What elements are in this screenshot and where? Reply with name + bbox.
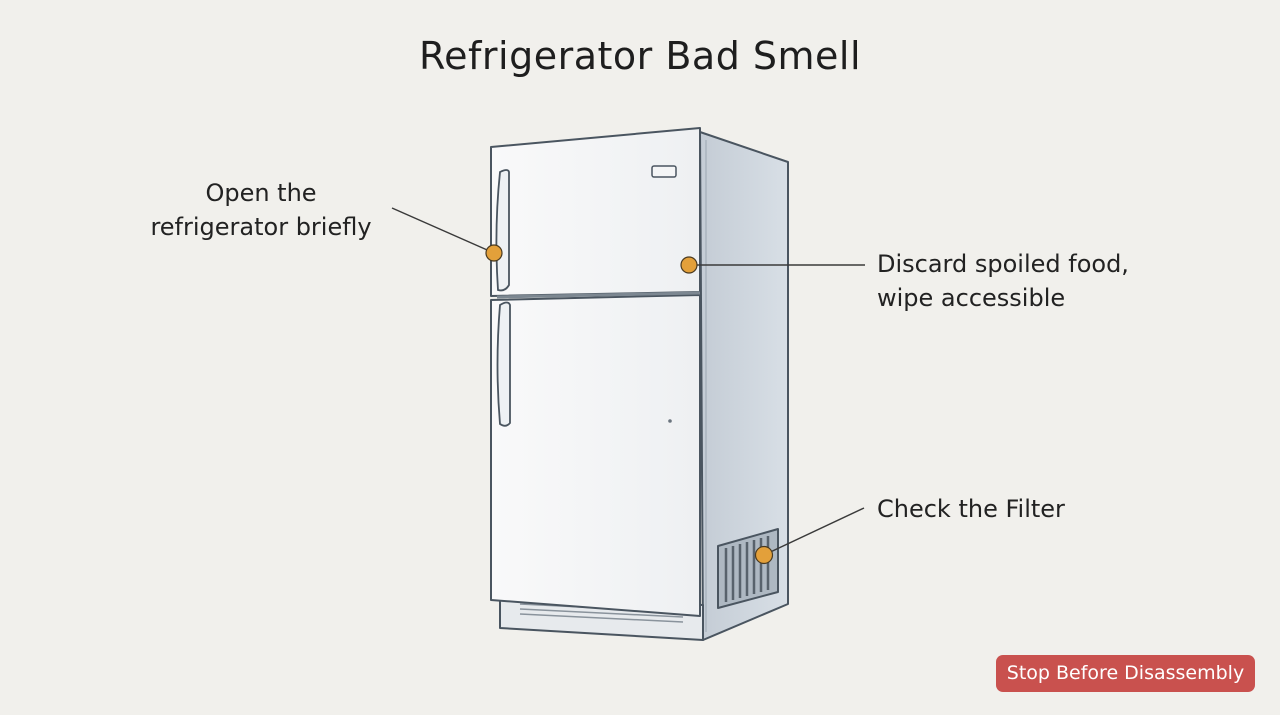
- fridge-side-panel: [699, 131, 789, 641]
- callout-text-line: Discard spoiled food,: [877, 250, 1129, 278]
- callout-check-filter: Check the Filter: [877, 492, 1177, 526]
- callout-text-line: Check the Filter: [877, 495, 1065, 523]
- diagram-title: Refrigerator Bad Smell: [418, 34, 862, 78]
- callout-text-line: Open the: [205, 179, 317, 207]
- callout-text-line: refrigerator briefly: [150, 213, 372, 241]
- leader-line-open: [391, 207, 495, 254]
- fridge-lower-door: [490, 294, 701, 617]
- leader-line-filter: [763, 507, 865, 556]
- fridge-upper-door: [490, 127, 701, 297]
- callout-text-line: wipe accessible: [877, 284, 1066, 312]
- upper-handle: [495, 169, 510, 292]
- door-seam: [496, 291, 701, 299]
- marker-dot-filter: [754, 545, 774, 565]
- callout-discard-food: Discard spoiled food, wipe accessible: [877, 247, 1237, 315]
- lower-handle: [496, 301, 511, 427]
- callout-open-refrigerator: Open the refrigerator briefly: [120, 176, 402, 244]
- marker-dot-discard: [680, 256, 698, 274]
- warning-badge: Stop Before Disassembly: [996, 655, 1255, 692]
- marker-dot-open: [485, 244, 503, 262]
